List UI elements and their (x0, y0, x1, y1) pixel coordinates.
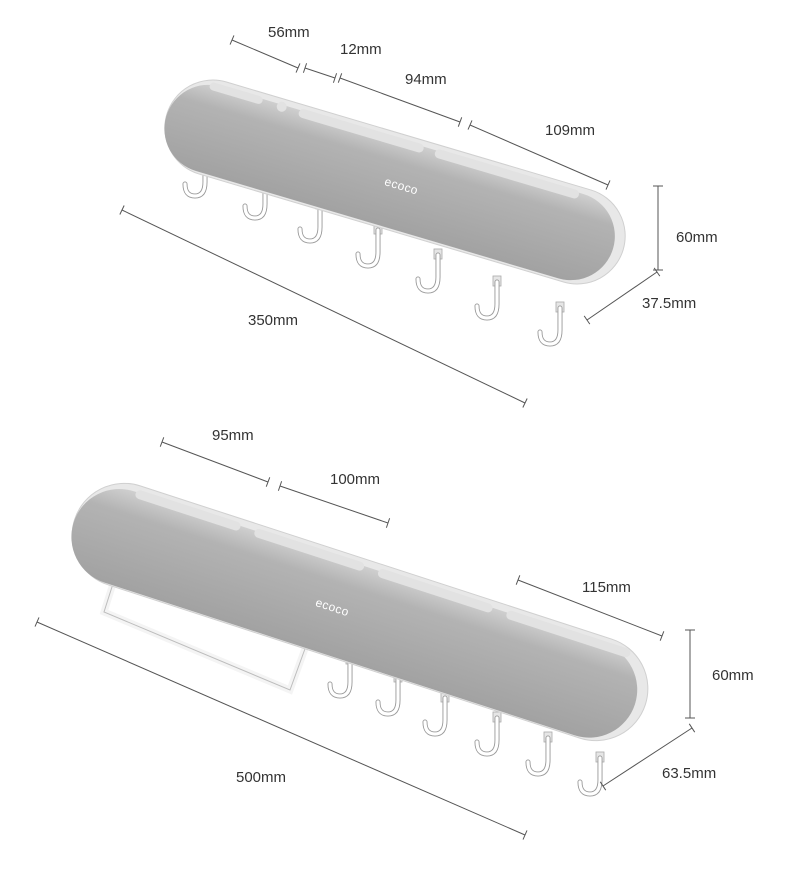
hook-icon (298, 203, 322, 243)
bottom-rack: ecoco (71, 482, 649, 797)
dimension-tick (277, 481, 283, 491)
hook-icon (243, 180, 267, 220)
dim-bottom-slot-2: 100mm (277, 471, 391, 528)
dimension-tick (653, 267, 661, 277)
hook-icon (475, 716, 499, 756)
dim-label: 94mm (405, 71, 447, 88)
dimension-line (231, 39, 299, 69)
bottom-rack-hooks (327, 653, 605, 797)
towel-bar-outline (103, 567, 307, 691)
top-rack-body (164, 84, 615, 281)
dim-top-gap: 12mm (302, 41, 382, 83)
dim-label: 100mm (330, 471, 380, 488)
dim-label: 63.5mm (662, 765, 716, 782)
dim-top-length: 350mm (119, 205, 528, 408)
dimension-tick (34, 617, 40, 627)
hook-icon (538, 306, 562, 346)
dimension-line (161, 441, 269, 483)
top-rack-hooks (182, 153, 565, 347)
slot (135, 490, 241, 531)
dim-bottom-slot-3: 115mm (515, 575, 665, 641)
hook-icon (183, 158, 207, 198)
dim-bottom-slot-1: 95mm (159, 427, 271, 487)
dimension-line (339, 77, 461, 123)
dim-label: 60mm (712, 667, 754, 684)
bottom-rack-body (71, 488, 638, 738)
dimension-tick (467, 120, 473, 130)
hook-icon (423, 696, 447, 736)
dimension-tick (229, 35, 235, 45)
dim-top-depth: 37.5mm (583, 267, 696, 325)
dimension-tick (583, 315, 591, 325)
dim-label: 500mm (236, 769, 286, 786)
dimension-line (586, 271, 658, 321)
dimension-line (279, 485, 389, 524)
dim-top-height: 60mm (653, 185, 718, 271)
slot (298, 109, 424, 153)
hook-icon (578, 756, 602, 796)
dim-bottom-depth: 63.5mm (599, 723, 716, 791)
top-rack: ecoco (164, 79, 626, 347)
hook-icon (356, 228, 380, 268)
dimension-tick (515, 575, 521, 585)
dim-label: 350mm (248, 312, 298, 329)
slot-hole (276, 101, 287, 112)
dimension-tick (522, 398, 528, 408)
slot (209, 82, 263, 104)
hook-icon (328, 658, 352, 698)
dim-top-slot-2: 94mm (337, 71, 463, 127)
hook-icon (526, 736, 550, 776)
dimension-tick (302, 63, 308, 73)
dim-label: 37.5mm (642, 295, 696, 312)
dimension-annotations: 56mm 12mm 94mm 109mm 60mm 37.5mm 350mm 9… (34, 24, 754, 840)
slot (506, 610, 631, 658)
dim-label: 109mm (545, 122, 595, 139)
dimension-tick (385, 518, 391, 528)
dim-label: 95mm (212, 427, 254, 444)
slot (434, 149, 579, 199)
dimension-tick (265, 477, 271, 487)
dimension-tick (295, 63, 301, 73)
dim-label: 56mm (268, 24, 310, 41)
dim-bottom-length: 500mm (34, 617, 528, 840)
hook-icon (475, 280, 499, 320)
dimension-line (517, 579, 663, 637)
dimension-line (469, 124, 609, 186)
dim-label: 12mm (340, 41, 382, 58)
dim-label: 115mm (582, 579, 631, 596)
dimension-tick (457, 117, 463, 127)
dim-bottom-height: 60mm (685, 629, 754, 719)
hook-icon (376, 676, 400, 716)
dimension-line (602, 727, 693, 787)
dimension-tick (688, 723, 696, 733)
dimension-line (36, 621, 526, 836)
dimension-tick (119, 205, 125, 215)
dimension-tick (332, 73, 338, 83)
dimension-tick (159, 437, 165, 447)
dimension-tick (659, 631, 665, 641)
dimension-tick (337, 73, 343, 83)
dimension-tick (522, 830, 528, 840)
dim-label: 60mm (676, 229, 718, 246)
dimension-line (121, 209, 526, 404)
hook-icon (416, 253, 440, 293)
dim-top-slot-3: 109mm (467, 120, 611, 190)
dimension-tick (605, 180, 611, 190)
dimension-line (304, 67, 336, 79)
dimension-tick (599, 781, 607, 791)
slot (377, 569, 493, 613)
slot (254, 528, 365, 571)
dim-top-slot-1: 56mm (229, 24, 310, 73)
